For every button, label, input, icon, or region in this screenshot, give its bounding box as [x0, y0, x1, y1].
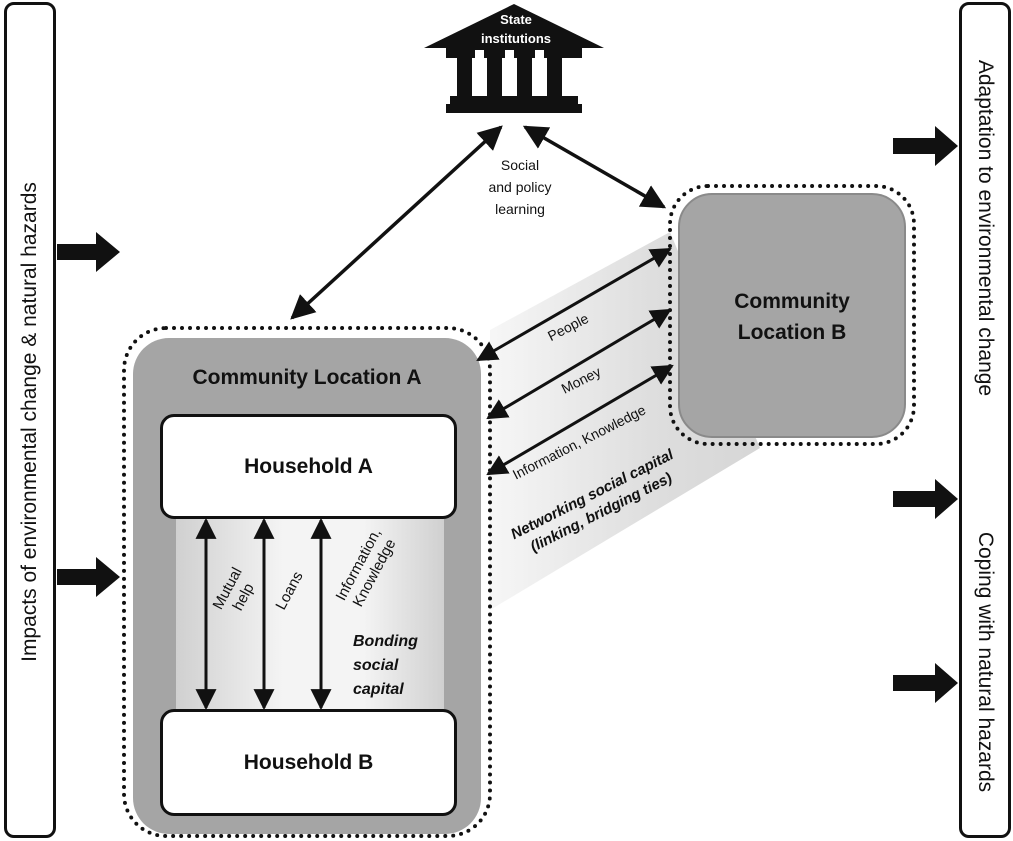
outcome-arrow-2 — [893, 479, 958, 519]
household-a-label: Household A — [244, 454, 373, 478]
household-b-box: Household B — [160, 709, 457, 816]
impacts-panel — [4, 2, 56, 838]
state-institutions-label: State institutions — [480, 12, 552, 46]
outcome-arrow-1 — [893, 126, 958, 166]
household-b-label: Household B — [243, 750, 374, 774]
people-arrow — [476, 247, 672, 362]
community-b-box — [678, 193, 906, 438]
community-a-title: Community Location A — [192, 366, 422, 389]
impact-arrow-upper — [57, 232, 120, 272]
household-a-box: Household A — [160, 414, 457, 519]
information-arrow — [486, 364, 674, 476]
community-b-title: Community Location B — [734, 290, 850, 344]
state-to-community-a-arrow — [290, 125, 503, 320]
building-icon — [424, 4, 604, 113]
impact-arrow-lower — [57, 557, 120, 597]
community-a-boundary — [122, 326, 492, 838]
outcomes-panel — [959, 2, 1011, 838]
bonding-capital-label: Bonding social capital — [353, 633, 418, 698]
outcome-arrow-3 — [893, 663, 958, 703]
social-learning-label: Social and policy learning — [488, 157, 552, 217]
bonding-band — [176, 519, 444, 709]
state-to-community-b-arrow — [522, 125, 667, 209]
